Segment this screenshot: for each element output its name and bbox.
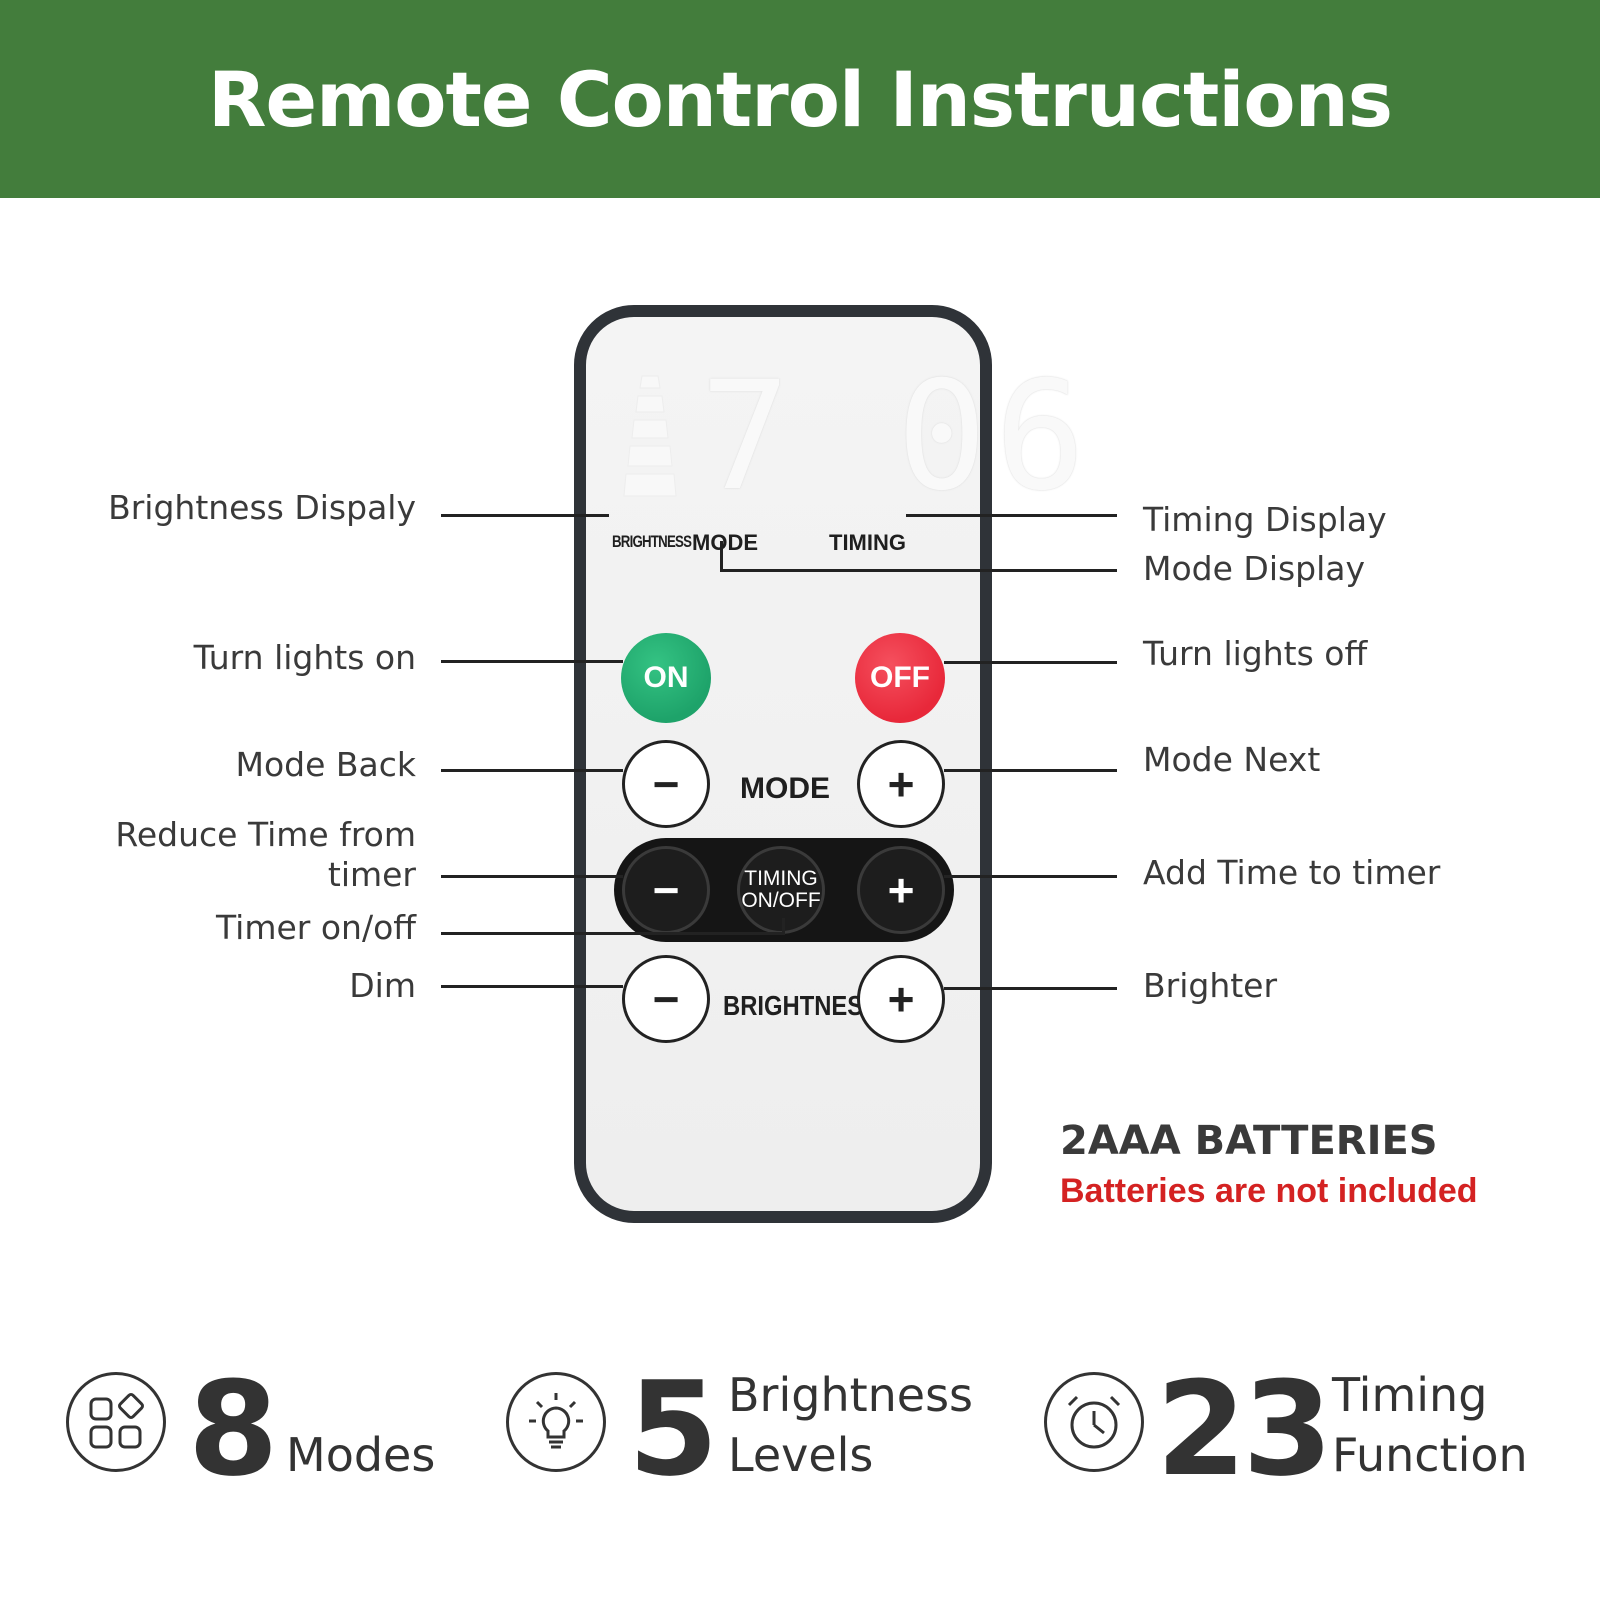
timing-onoff-line2: ON/OFF bbox=[741, 889, 821, 912]
alarm-clock-icon bbox=[1044, 1372, 1144, 1472]
stat-timing-text-line1: Timing bbox=[1332, 1368, 1488, 1422]
callout-turn-off: Turn lights off bbox=[1143, 634, 1368, 673]
callout-dim: Dim bbox=[349, 966, 416, 1005]
stat-timing-text-line2: Function bbox=[1332, 1428, 1528, 1482]
off-button[interactable]: OFF bbox=[855, 633, 945, 723]
timer-onoff-button[interactable]: TIMING ON/OFF bbox=[737, 846, 825, 934]
plus-icon: + bbox=[887, 864, 915, 916]
dim-button[interactable]: − bbox=[622, 955, 710, 1043]
reduce-time-button[interactable]: − bbox=[622, 846, 710, 934]
timing-digits-display: 7 06 bbox=[700, 350, 1094, 524]
on-button[interactable]: ON bbox=[621, 633, 711, 723]
connector-timer-onoff-h bbox=[441, 932, 785, 935]
stat-timing-number: 23 bbox=[1156, 1353, 1333, 1505]
callout-mode-display: Mode Display bbox=[1143, 549, 1366, 588]
callout-turn-on: Turn lights on bbox=[193, 638, 416, 677]
plus-icon: + bbox=[887, 758, 915, 810]
mode-back-button[interactable]: − bbox=[622, 740, 710, 828]
page-title: Remote Control Instructions bbox=[208, 54, 1393, 144]
callout-timing-display: Timing Display bbox=[1143, 500, 1387, 539]
mode-button-label: MODE bbox=[740, 772, 830, 805]
callout-reduce-time-line2: timer bbox=[327, 855, 416, 894]
connector-brighter bbox=[944, 987, 1117, 990]
batteries-note: Batteries are not included bbox=[1060, 1172, 1478, 1210]
add-time-button[interactable]: + bbox=[857, 846, 945, 934]
connector-mode-display-v bbox=[720, 541, 723, 571]
connector-timer-onoff-v bbox=[782, 918, 785, 935]
on-button-label: ON bbox=[643, 661, 689, 694]
stat-brightness-text-line1: Brightness bbox=[728, 1368, 974, 1422]
mode-next-button[interactable]: + bbox=[857, 740, 945, 828]
callout-timer-onoff: Timer on/off bbox=[216, 908, 416, 947]
connector-turn-off bbox=[944, 661, 1117, 664]
minus-icon: − bbox=[652, 758, 680, 810]
connector-mode-back bbox=[441, 769, 623, 772]
connector-timing-display bbox=[906, 514, 1117, 517]
connector-add-time bbox=[944, 875, 1117, 878]
connector-mode-next bbox=[944, 769, 1117, 772]
modes-grid-icon bbox=[66, 1372, 166, 1472]
brightness-level-bars-icon bbox=[623, 375, 677, 497]
stat-brightness-text-line2: Levels bbox=[728, 1428, 874, 1482]
plus-icon: + bbox=[887, 973, 915, 1025]
stat-brightness-number: 5 bbox=[628, 1353, 718, 1505]
timing-onoff-line1: TIMING bbox=[744, 867, 818, 890]
minus-icon: − bbox=[652, 973, 680, 1025]
callout-reduce-time-line1: Reduce Time from bbox=[115, 815, 416, 854]
batteries-title: 2AAA BATTERIES bbox=[1060, 1118, 1438, 1164]
brightness-button-label: BRIGHTNESS bbox=[723, 990, 880, 1021]
stat-modes-number: 8 bbox=[188, 1353, 278, 1505]
connector-turn-on bbox=[441, 660, 623, 663]
lightbulb-icon bbox=[506, 1372, 606, 1472]
display-label-mode: MODE bbox=[692, 530, 758, 555]
callout-mode-back: Mode Back bbox=[235, 745, 416, 784]
callout-mode-next: Mode Next bbox=[1143, 740, 1321, 779]
connector-brightness-display bbox=[441, 514, 609, 517]
display-label-timing: TIMING bbox=[829, 530, 906, 555]
callout-brighter: Brighter bbox=[1143, 966, 1278, 1005]
brighter-button[interactable]: + bbox=[857, 955, 945, 1043]
connector-dim bbox=[441, 985, 623, 988]
display-label-brightness: BRIGHTNESS bbox=[612, 532, 692, 551]
callout-brightness-display: Brightness Dispaly bbox=[108, 488, 416, 527]
header-banner: Remote Control Instructions bbox=[0, 0, 1600, 198]
minus-icon: − bbox=[652, 864, 680, 916]
connector-mode-display-h bbox=[720, 569, 1117, 572]
connector-reduce-time bbox=[441, 875, 623, 878]
callout-add-time: Add Time to timer bbox=[1143, 853, 1441, 892]
stat-modes-text-line1: Modes bbox=[286, 1428, 436, 1482]
off-button-label: OFF bbox=[870, 661, 930, 694]
